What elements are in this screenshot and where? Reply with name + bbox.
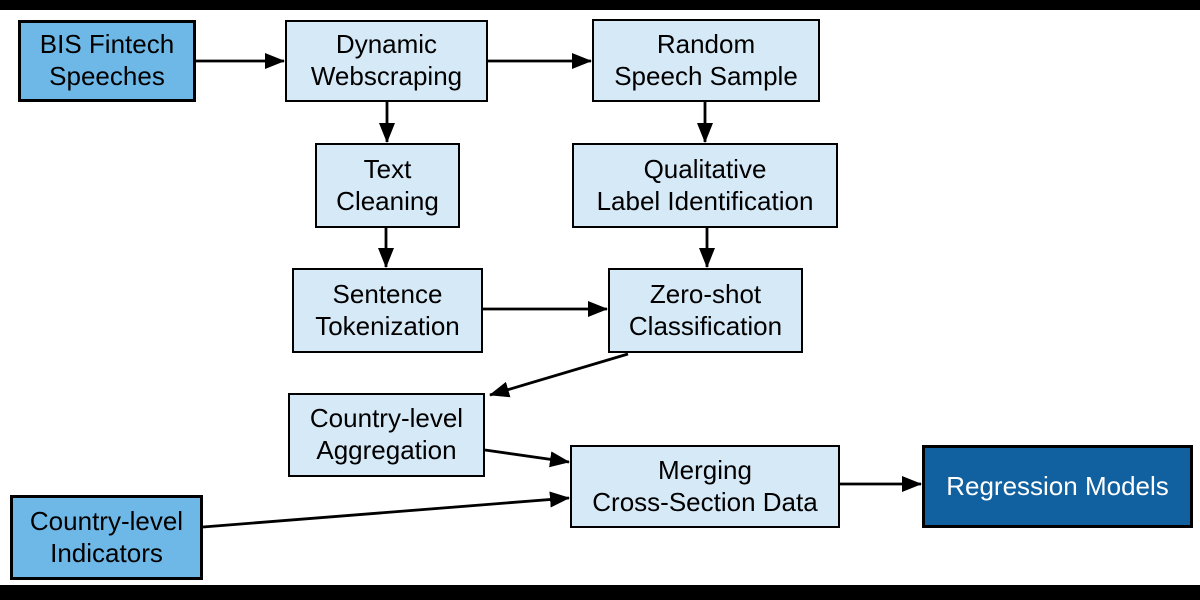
node-zero-shot-classification: Zero-shot Classification [608, 268, 803, 353]
node-country-level-indicators: Country-level Indicators [10, 495, 203, 580]
node-sentence-tokenization: Sentence Tokenization [292, 268, 483, 353]
node-label-random-speech-sample: Random Speech Sample [614, 28, 798, 91]
node-label-country-level-indicators: Country-level Indicators [29, 505, 184, 568]
node-dynamic-webscraping: Dynamic Webscraping [285, 20, 488, 102]
node-label-merging-cross-section-data: Merging Cross-Section Data [592, 454, 818, 517]
node-regression-models: Regression Models [922, 445, 1193, 528]
node-country-level-aggregation: Country-level Aggregation [288, 393, 485, 477]
node-random-speech-sample: Random Speech Sample [592, 19, 820, 102]
node-label-qualitative-label-identification: Qualitative Label Identification [596, 153, 814, 216]
letterbox-bottom-bar [0, 585, 1200, 600]
arrow-aggregation-to-merging [484, 448, 570, 468]
node-bis-fintech-speeches: BIS Fintech Speeches [18, 20, 196, 102]
node-label-text-cleaning: Text Cleaning [336, 153, 439, 216]
letterbox-top-bar [0, 0, 1200, 10]
arrow-zeroshot-to-aggregation [489, 352, 629, 398]
node-label-regression-models: Regression Models [946, 470, 1169, 501]
arrow-indicators-to-merging [202, 491, 570, 529]
node-label-dynamic-webscraping: Dynamic Webscraping [310, 29, 463, 91]
node-label-zero-shot-classification: Zero-shot Classification [628, 278, 783, 341]
node-label-sentence-tokenization: Sentence Tokenization [315, 278, 460, 341]
node-qualitative-label-identification: Qualitative Label Identification [572, 143, 838, 228]
node-text-cleaning: Text Cleaning [315, 143, 460, 228]
node-merging-cross-section-data: Merging Cross-Section Data [570, 445, 840, 528]
node-label-country-level-aggregation: Country-level Aggregation [309, 403, 464, 465]
node-label-bis-fintech-speeches: BIS Fintech Speeches [39, 29, 175, 91]
